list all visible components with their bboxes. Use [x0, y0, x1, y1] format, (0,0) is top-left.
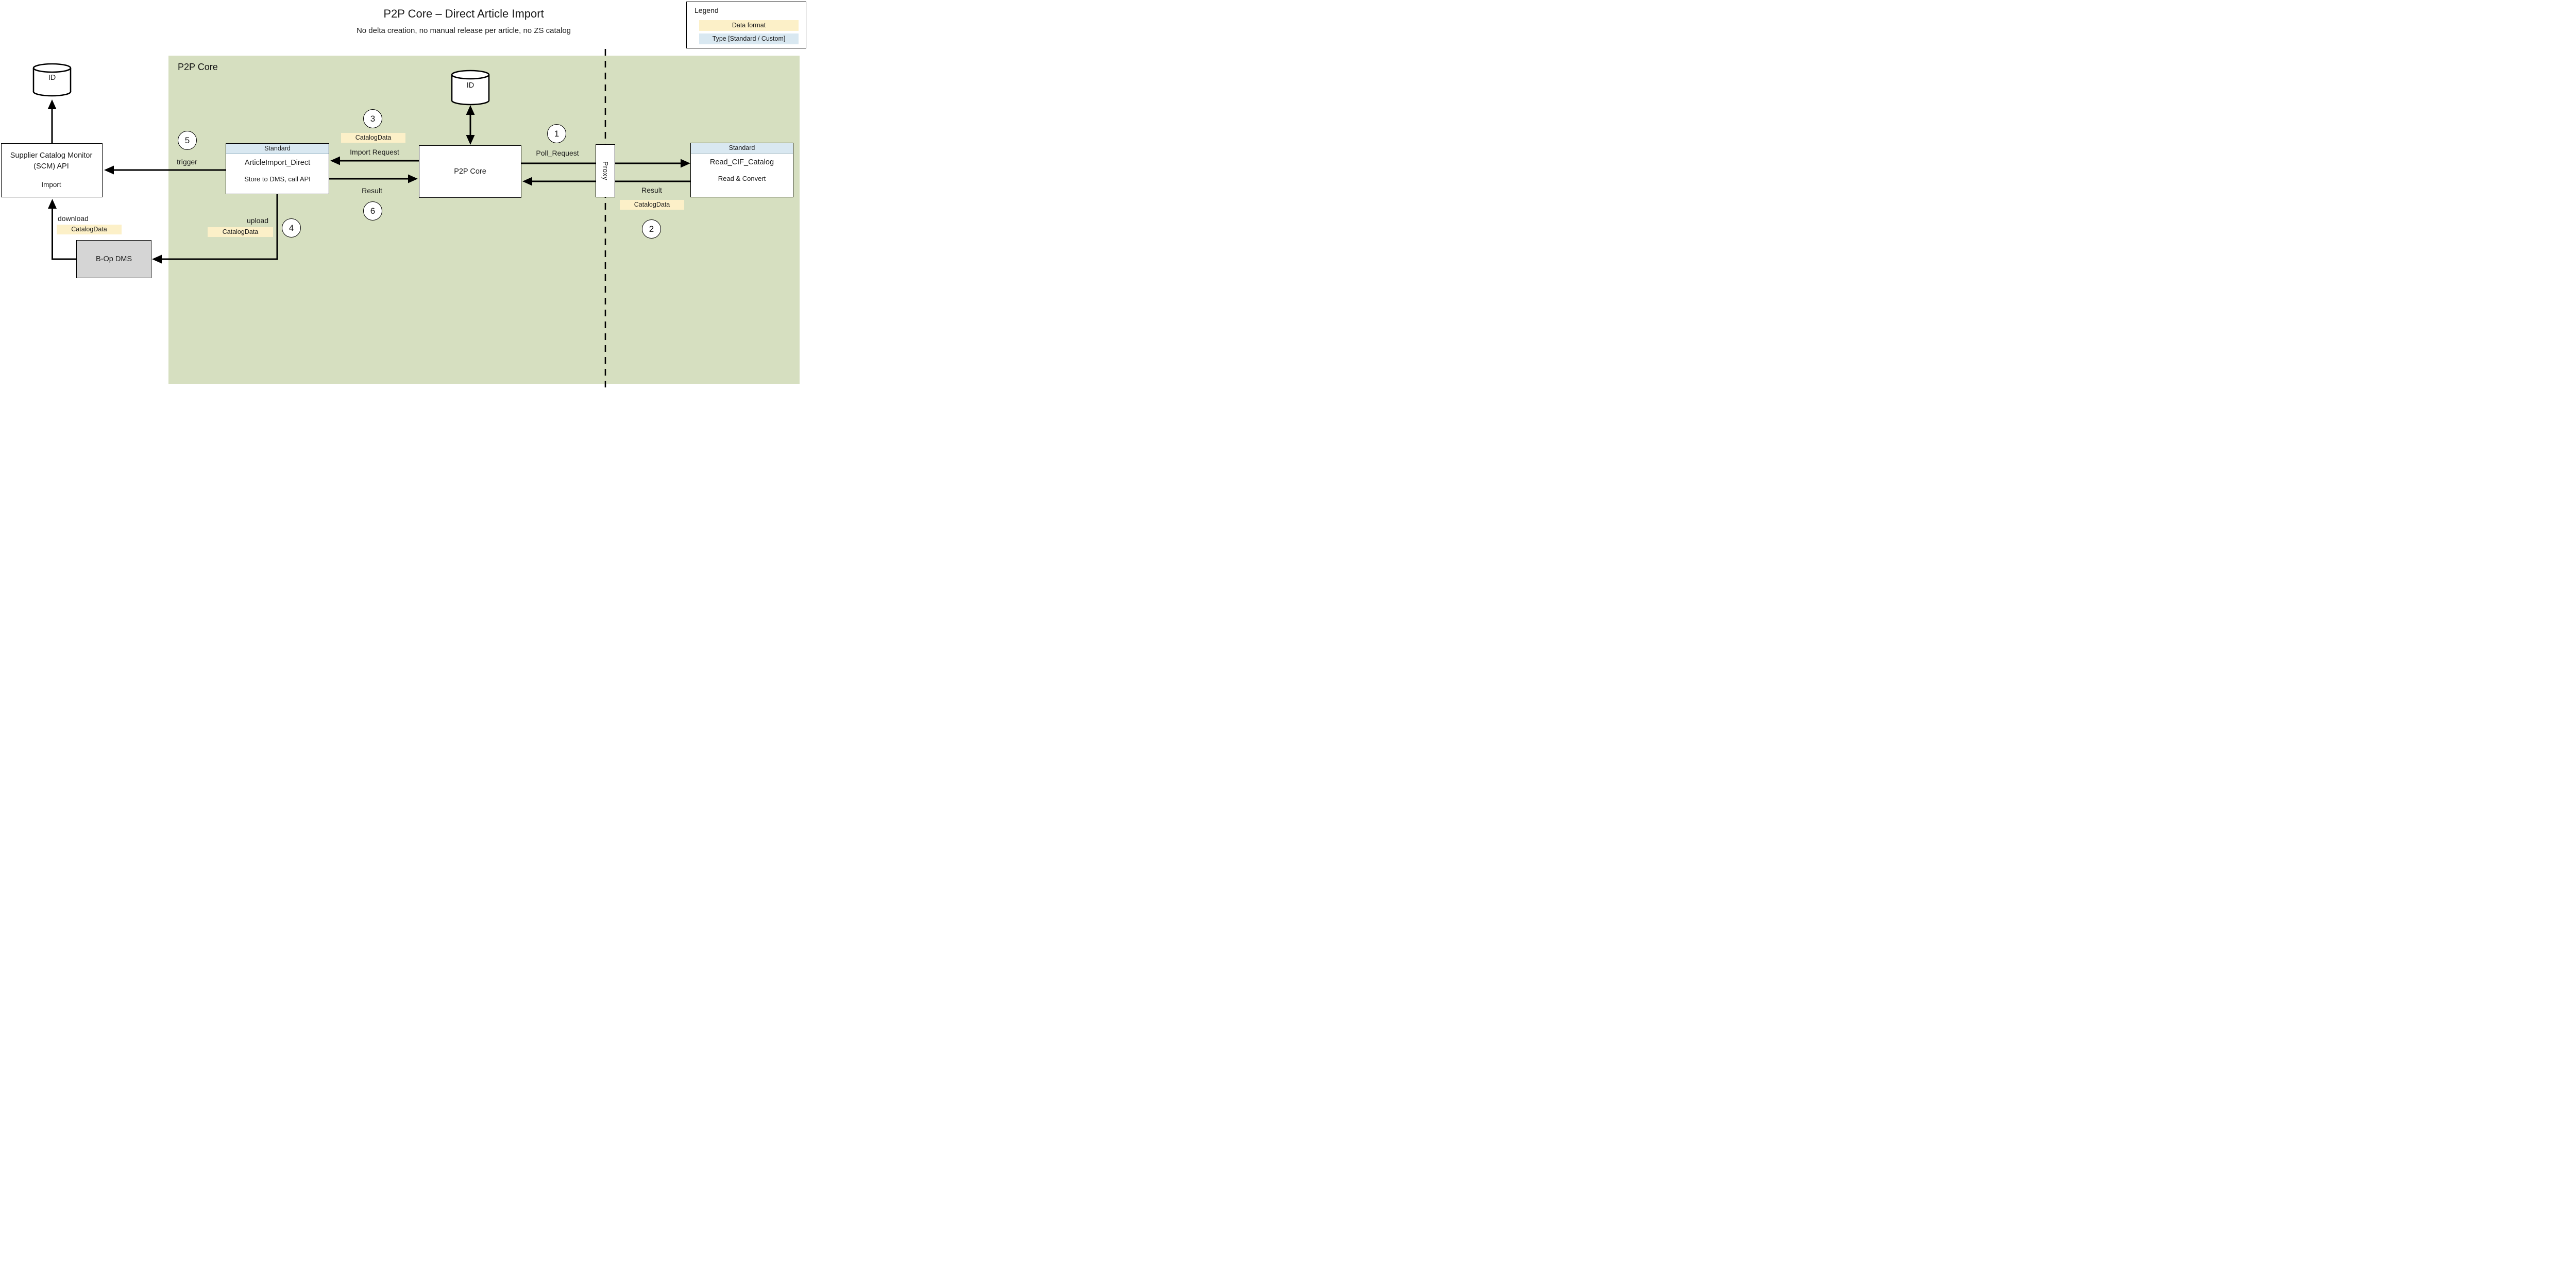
scm-api-node: Supplier Catalog Monitor (SCM) API Impor… [1, 143, 103, 197]
article-import-body: Store to DMS, call API [244, 175, 311, 183]
poll-request-label: Poll_Request [536, 149, 579, 157]
proxy-node: Proxy [596, 144, 615, 197]
result-mid-label: Result [362, 187, 382, 195]
bop-dms-label: B-Op DMS [95, 255, 132, 263]
page-subtitle: No delta creation, no manual release per… [356, 26, 571, 35]
step-2-badge: 2 [642, 219, 661, 239]
legend-data-format-swatch: Data format [699, 20, 799, 31]
read-cif-title: Read_CIF_Catalog [709, 158, 774, 166]
step-1-badge: 1 [547, 124, 566, 143]
download-catalogdata-tag: CatalogData [57, 225, 122, 234]
import-catalogdata-tag: CatalogData [341, 133, 405, 143]
result-catalogdata-tag: CatalogData [620, 200, 684, 210]
scm-to-db-arrow [47, 99, 57, 145]
download-label: download [58, 214, 89, 223]
legend-type-swatch: Type [Standard / Custom] [699, 33, 799, 44]
p2p-core-node-label: P2P Core [454, 167, 486, 176]
scm-api-title: Supplier Catalog Monitor (SCM) API [10, 151, 93, 171]
article-import-type-badge: Standard [226, 144, 329, 154]
upload-label: upload [246, 216, 269, 225]
left-database-label: ID [48, 74, 56, 82]
step-6-badge: 6 [363, 201, 382, 221]
upload-catalogdata-tag: CatalogData [208, 227, 273, 237]
bop-dms-node: B-Op DMS [76, 240, 151, 278]
legend-box: Legend Data format Type [Standard / Cust… [686, 2, 806, 48]
step-6-number: 6 [370, 206, 376, 216]
mid-database-label: ID [466, 81, 474, 90]
legend-title: Legend [694, 6, 719, 14]
step-4-number: 4 [289, 223, 294, 233]
proxy-label: Proxy [601, 161, 609, 180]
p2p-core-node: P2P Core [419, 145, 521, 198]
p2p-core-zone-label: P2P Core [178, 62, 218, 72]
step-3-number: 3 [370, 113, 376, 124]
read-cif-node: Standard Read_CIF_Catalog Read & Convert [690, 143, 793, 197]
page-title: P2P Core – Direct Article Import [383, 7, 544, 20]
step-3-badge: 3 [363, 109, 382, 128]
step-5-badge: 5 [178, 131, 197, 150]
import-request-label: Import Request [350, 148, 399, 156]
article-import-title: ArticleImport_Direct [244, 159, 311, 167]
step-4-badge: 4 [282, 218, 301, 238]
step-2-number: 2 [649, 224, 654, 234]
article-import-node: Standard ArticleImport_Direct Store to D… [226, 143, 329, 194]
scm-api-subtitle: Import [41, 181, 61, 189]
read-cif-type-badge: Standard [691, 143, 793, 154]
read-cif-body: Read & Convert [718, 175, 766, 182]
step-1-number: 1 [554, 128, 560, 139]
diagram-canvas: P2P Core – Direct Article Import No delt… [0, 0, 808, 393]
trigger-label: trigger [177, 158, 197, 166]
result-right-label: Result [641, 186, 662, 194]
step-5-number: 5 [184, 135, 190, 145]
